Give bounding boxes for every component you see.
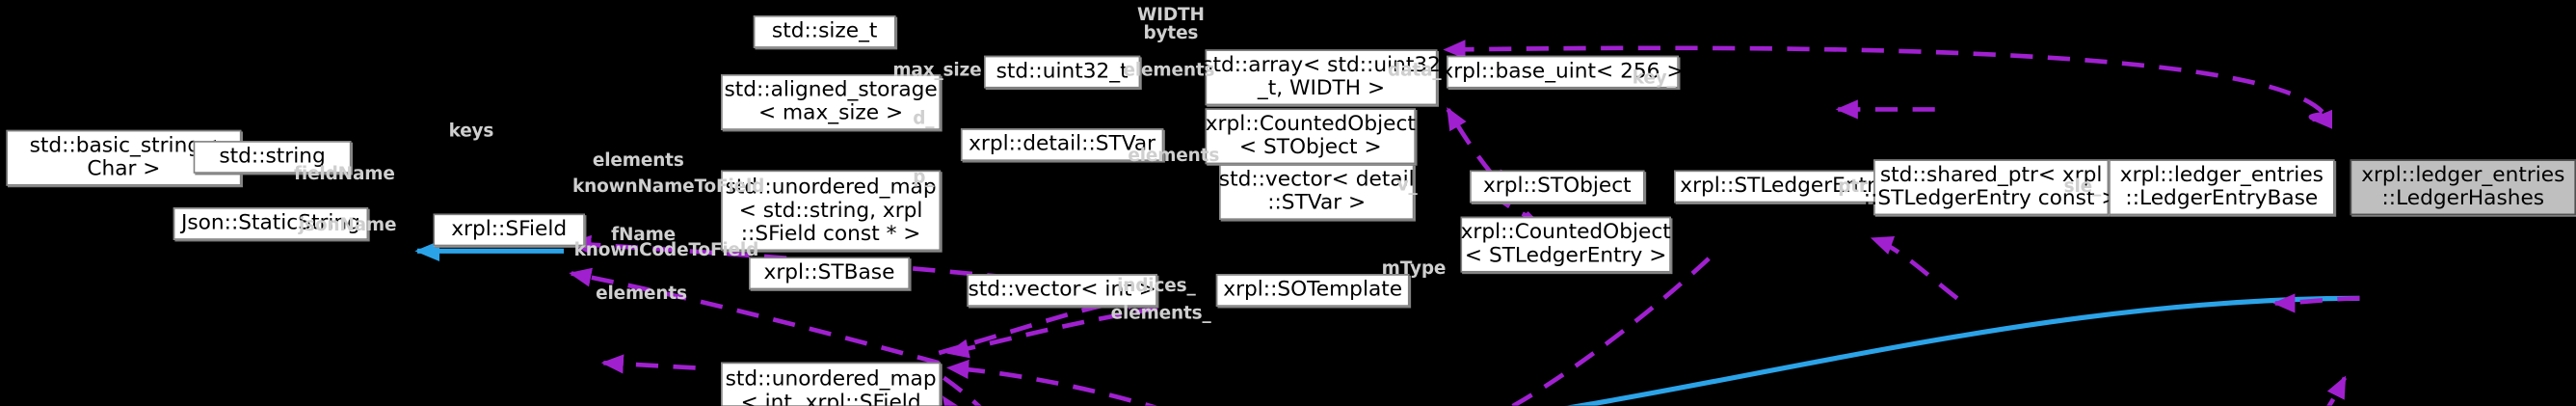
node-std-array-uint32[interactable]: std::array< std::uint32 _t, WIDTH > (1202, 49, 1441, 106)
edge-label-indices: indices_ (1117, 274, 1196, 296)
edge-label-sle: sle_ (2063, 175, 2102, 197)
node-xrpl-stbase[interactable]: xrpl::STBase (749, 257, 910, 290)
node-unordered-map-name[interactable]: std::unordered_map < std::string, xrpl :… (721, 170, 942, 252)
edge-data_ (2308, 109, 2333, 129)
edge-label-jsonname: jsonName (298, 213, 397, 236)
edge-mType (2325, 375, 2348, 406)
node-std-size-t[interactable]: std::size_t (753, 15, 896, 48)
node-xrpl-stledgerentry[interactable]: xrpl::STLedgerEntry (1674, 170, 1895, 203)
edge-label-p: p_ (913, 165, 935, 188)
node-std-shared-ptr-stledgerentry[interactable]: std::shared_ptr< xrpl ::STLedgerEntry co… (1864, 159, 2119, 216)
edge-elements-stvar (1870, 236, 1959, 301)
edge-label-fieldname: fieldName (294, 162, 395, 185)
edge-knownCodeToField (943, 375, 982, 406)
edge-label-elements-top: elements (592, 149, 684, 171)
node-std-vector-stvar[interactable]: std::vector< detail ::STVar > (1219, 164, 1415, 220)
edge-fName (945, 359, 1158, 406)
edge-inherit-stobject-stbase (1564, 295, 2360, 406)
node-std-uint32-t[interactable]: std::uint32_t (984, 55, 1141, 89)
edge-v_ (2272, 293, 2360, 313)
edge-inherit-stledger-stbase2 (1471, 318, 2576, 406)
node-ledger-entry-base[interactable]: xrpl::ledger_entries ::LedgerEntryBase (2109, 159, 2335, 216)
edge-elements-codetofield (942, 395, 964, 406)
node-std-aligned-storage[interactable]: std::aligned_storage < max_size > (721, 74, 942, 130)
edge-max_size (1446, 107, 1545, 230)
edge-label-v: v_ (1396, 173, 1418, 196)
edge-jsonName (600, 354, 696, 374)
edge-label-mtype: mType (1381, 257, 1447, 279)
edge-label-ptr: ptr (1838, 175, 1868, 197)
edge-label-fname: fName (611, 223, 677, 245)
node-ledger-hashes[interactable]: xrpl::ledger_entries ::LedgerHashes (2350, 159, 2576, 216)
node-xrpl-sotemplate[interactable]: xrpl::SOTemplate (1215, 274, 1410, 307)
node-xrpl-stobject[interactable]: xrpl::STObject (1470, 170, 1645, 203)
edge-label-knowncodetofield: knownCodeToField (573, 238, 759, 260)
edge-label-elements-uint32: elements (1123, 59, 1215, 81)
node-xrpl-detail-stvar[interactable]: xrpl::detail::STVar (960, 128, 1164, 161)
node-unordered-map-code[interactable]: std::unordered_map < int, xrpl::SField c… (721, 362, 942, 406)
edge-label-elements-mid: elements (596, 282, 687, 304)
edge-label-elements-vecint: elements_ (1110, 302, 1211, 324)
edge-label-data: data_ (1388, 59, 1442, 81)
edge-label-key: key_ (1632, 67, 1676, 89)
edge-p_ (1508, 257, 1711, 406)
node-std-basic-string[interactable]: std::basic_string< Char > (6, 129, 242, 186)
edge-label-width-bytes: WIDTH bytes (1136, 3, 1205, 43)
node-json-staticstring[interactable]: Json::StaticString (173, 207, 369, 240)
node-xrpl-sfield[interactable]: xrpl::SField (433, 213, 585, 247)
edge-label-elements-stvar: elements (1128, 144, 1220, 166)
edge-label-d: d_ (913, 106, 935, 129)
edge-label-max-size: max_size (892, 59, 982, 81)
node-countedobject-stledgerentry[interactable]: xrpl::CountedObject < STLedgerEntry > (1460, 216, 1671, 273)
node-countedobject-stobject[interactable]: xrpl::CountedObject < STObject > (1205, 108, 1416, 165)
node-std-string[interactable]: std::string (193, 141, 352, 174)
edge-label-knownnametofield: knownNameToField (572, 175, 765, 197)
edge-label-keys: keys (448, 119, 494, 142)
